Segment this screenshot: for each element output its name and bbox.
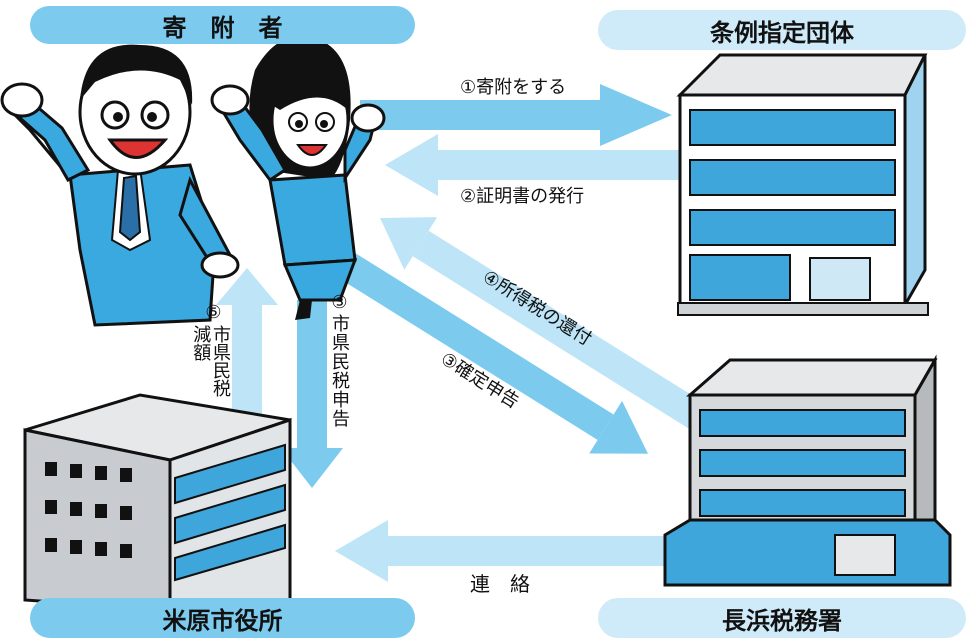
donate-label: ①寄附をする — [460, 77, 567, 98]
city-node: 米原市役所 — [30, 598, 415, 638]
resident-filing-label: ③市県民税申告 — [329, 292, 350, 428]
liaison-label: 連 絡 — [470, 572, 530, 596]
arrow-certificate — [385, 134, 688, 196]
org-node: 条例指定団体 — [598, 10, 966, 50]
city-hall-building — [23, 393, 292, 612]
arrow-resident-filing — [281, 300, 343, 488]
tax-office-building — [663, 354, 952, 587]
reduction-number-label: ⑤ — [203, 302, 224, 324]
arrow-liaison — [335, 520, 670, 582]
tax-office-node: 長浜税務署 — [598, 598, 966, 638]
donor-node: 寄 附 者 — [30, 6, 415, 44]
arrow-donate — [360, 84, 672, 146]
reduction-text-label: 市県民税減額 — [190, 325, 231, 397]
certificate-label: ②証明書の発行 — [460, 186, 585, 207]
arrow-tax-return — [322, 242, 649, 454]
arrow-refund — [380, 217, 705, 429]
donor-woman-figure — [210, 36, 386, 320]
org-building — [676, 53, 929, 316]
donor-man-figure — [0, 44, 240, 327]
